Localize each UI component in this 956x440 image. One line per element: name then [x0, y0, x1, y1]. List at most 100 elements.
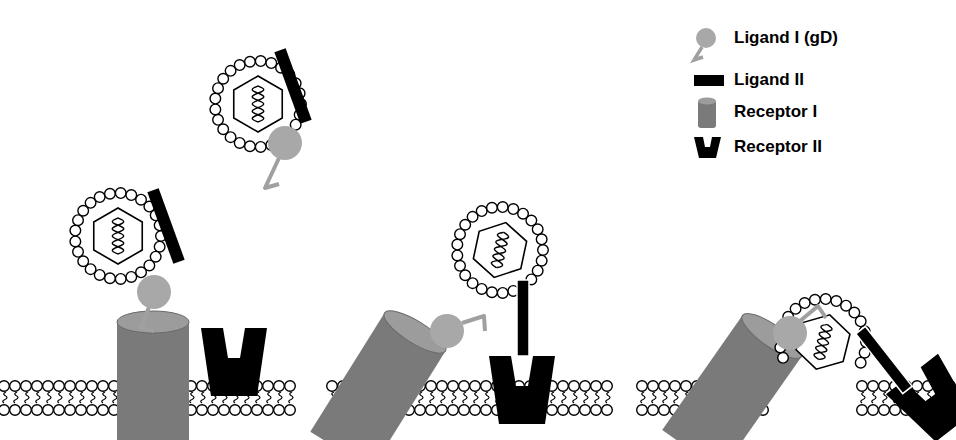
virion-envelope [452, 202, 548, 298]
ligand-i-gd [268, 126, 302, 160]
lipid-head [32, 405, 43, 416]
lipid-head [497, 288, 508, 299]
lipid-head [558, 381, 569, 392]
lipid-head [210, 104, 221, 115]
receptor-i [310, 304, 451, 440]
lipid-tail [25, 392, 29, 403]
lipid-head [285, 405, 296, 416]
lipid-head [481, 405, 492, 416]
lipid-tail [36, 392, 40, 403]
receptor-i [662, 306, 808, 440]
lipid-head [855, 316, 866, 327]
lipid-tail [201, 392, 205, 403]
lipid-head [659, 381, 670, 392]
lipid-tail [606, 392, 610, 403]
lipid-head [10, 381, 21, 392]
legend-item: Receptor I [734, 102, 817, 122]
lipid-head [855, 357, 866, 368]
receptor-i-top [698, 98, 716, 105]
lipid-head [426, 405, 437, 416]
lipid-tail [485, 392, 489, 403]
lipid-head [87, 381, 98, 392]
lipid-tail [674, 392, 678, 403]
lipid-tail [584, 392, 588, 403]
dna-strand [491, 231, 510, 269]
lipid-tail [278, 392, 282, 403]
lipid-head [868, 381, 879, 392]
ligand-ii [856, 326, 912, 393]
lipid-tail [463, 392, 467, 403]
lipid-tail [419, 392, 423, 403]
ligand-ii-bar [517, 280, 529, 356]
ligand-i-stalk [462, 316, 485, 331]
lipid-tail [452, 392, 456, 403]
lipid-tail [91, 392, 95, 403]
lipid-head [459, 381, 470, 392]
lipid-head [857, 381, 868, 392]
lipid-tail [289, 392, 293, 403]
legend-item: Ligand I (gD) [734, 28, 838, 48]
lipid-head [255, 142, 266, 153]
capsid-hexagon [94, 208, 142, 264]
ligand-i-gd [137, 275, 171, 309]
dna-strand [813, 323, 833, 361]
lipid-head [452, 250, 463, 261]
virus-entry-scene [70, 48, 956, 440]
lipid-head [274, 405, 285, 416]
receptor-ii-symbol [694, 137, 721, 158]
lipid-head [681, 381, 692, 392]
lipid-head [857, 405, 868, 416]
legend-symbols [694, 28, 724, 158]
lipid-head [43, 381, 54, 392]
lipid-head [415, 405, 426, 416]
lipid-head [43, 405, 54, 416]
lipid-head [0, 381, 9, 392]
lipid-head [10, 405, 21, 416]
lipid-tail [69, 392, 73, 403]
lipid-head [426, 381, 437, 392]
lipid-head [670, 381, 681, 392]
lipid-head [452, 239, 463, 250]
dna-strand [112, 218, 123, 254]
lipid-head [569, 381, 580, 392]
ligand-ii [147, 188, 184, 264]
lipid-tail [3, 392, 7, 403]
lipid-head [648, 381, 659, 392]
lipid-tail [551, 392, 555, 403]
legend-label: Receptor II [734, 137, 822, 156]
lipid-tail [430, 392, 434, 403]
lipid-head [831, 296, 842, 307]
lipid-head [470, 405, 481, 416]
lipid-head [437, 381, 448, 392]
ligand-i-stalk [800, 306, 826, 321]
lipid-head [241, 405, 252, 416]
lipid-head [234, 60, 245, 71]
lipid-tail [872, 392, 876, 403]
lipid-head [591, 405, 602, 416]
lipid-head [65, 405, 76, 416]
lipid-head [208, 405, 219, 416]
dna-strand [112, 218, 123, 254]
lipid-head [487, 287, 498, 298]
lipid-head [448, 405, 459, 416]
ligand-i-stalk [265, 158, 279, 188]
lipid-head [54, 381, 65, 392]
lipid-head [820, 294, 831, 305]
legend-label: Ligand I (gD) [734, 28, 838, 47]
lipid-tail [441, 392, 445, 403]
capsid-hexagon [234, 76, 282, 132]
lipid-head [547, 405, 558, 416]
lipid-head [868, 405, 879, 416]
lipid-tail [652, 392, 656, 403]
lipid-head [98, 405, 109, 416]
lipid-head [105, 273, 116, 284]
lipid-head [470, 381, 481, 392]
lipid-head [70, 236, 81, 247]
lipid-head [591, 381, 602, 392]
lipid-head [0, 405, 9, 416]
lipid-head [136, 267, 147, 278]
lipid-head [274, 381, 285, 392]
lipid-head [245, 141, 256, 152]
ligand-i-gd [773, 316, 807, 350]
lipid-head [455, 261, 466, 272]
